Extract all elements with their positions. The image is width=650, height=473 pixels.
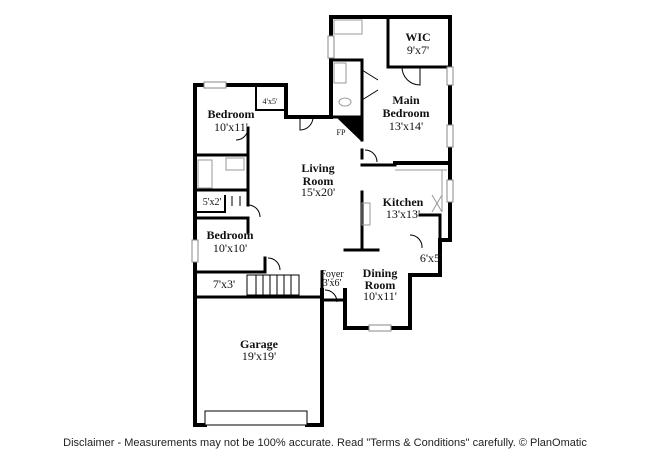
closet1-wall: [255, 84, 287, 111]
door-swing: [324, 289, 338, 303]
door-swing: [235, 127, 249, 141]
door-swing: [364, 149, 378, 163]
living-room-label: Room: [303, 174, 334, 188]
door-swing: [247, 204, 261, 218]
wic-wall: [386, 15, 452, 69]
counter: [431, 194, 443, 213]
doors: [231, 66, 423, 303]
bedroom2-size: 10'x10': [213, 241, 247, 255]
stairs: [246, 274, 300, 296]
closet2-wall: [194, 195, 226, 213]
kitchen-label: Kitchen: [383, 195, 424, 209]
window: [203, 81, 227, 89]
wic-label: WIC: [405, 30, 430, 44]
vanity: [333, 62, 347, 84]
bedroom1-outer-wall: [193, 83, 333, 270]
main-bedroom-size: 13'x14': [389, 119, 423, 133]
door-swing: [401, 66, 421, 86]
door-swing: [267, 257, 281, 271]
wic-size: 9'x7': [407, 43, 429, 57]
closet1-size: 4'x5': [263, 97, 278, 106]
closet2-size: 5'x2': [203, 197, 222, 208]
fireplace: [336, 117, 362, 142]
foyer-wall: [320, 270, 345, 302]
bathtub: [197, 159, 213, 189]
pantry-wall: [418, 213, 442, 242]
hall-wall: [360, 148, 397, 167]
kitchen-size: 13'x13': [386, 207, 420, 221]
dining-room-label: Dining: [363, 266, 398, 280]
disclaimer-text: Disclaimer - Measurements may not be 100…: [63, 437, 587, 449]
garage-label: Garage: [240, 337, 279, 351]
garage-door: [204, 410, 308, 426]
living-room-size: 15'x20': [301, 185, 335, 199]
living-room-label: Living: [301, 161, 334, 175]
main-bedroom-label: Bedroom: [382, 106, 429, 120]
window: [446, 179, 454, 203]
windows: [191, 35, 454, 332]
foyer-label: Foyer: [320, 269, 344, 280]
window: [191, 239, 199, 263]
dining-room-label: Room: [365, 278, 396, 292]
fireplace-label: FP: [337, 128, 346, 137]
fixtures: [197, 19, 447, 226]
bath-hall-wall: [193, 153, 250, 207]
vanity: [225, 157, 245, 171]
bathtub: [333, 19, 363, 35]
laundry-size: 7'x3': [213, 277, 235, 291]
window: [446, 66, 454, 86]
foyer-size: 3'x6': [323, 278, 342, 289]
door-swing: [361, 69, 379, 101]
walls: [193, 15, 452, 427]
main-bedroom-label: Main: [392, 93, 420, 107]
stairs-outline: [246, 274, 300, 296]
window: [368, 324, 392, 332]
bedroom2-wall: [193, 216, 250, 234]
toilet: [338, 97, 352, 107]
bedroom2-label: Bedroom: [206, 228, 253, 242]
garage-size: 19'x19': [242, 349, 276, 363]
window: [327, 35, 335, 59]
bedroom1-size: 10'x11': [214, 120, 248, 134]
bedroom2-lower-wall: [193, 256, 267, 274]
door-swing: [231, 196, 241, 206]
dining-room-size: 10'x11': [363, 289, 397, 303]
pantry-size: 6'x5': [420, 251, 442, 265]
door-swing: [409, 234, 423, 249]
bath-divider-wall: [329, 58, 364, 142]
window: [446, 124, 454, 148]
door-swing: [299, 116, 314, 131]
main-bedroom-outer-wall: [329, 15, 452, 165]
bedroom1-label: Bedroom: [207, 107, 254, 121]
garage-wall: [193, 270, 324, 427]
sink: [361, 202, 371, 226]
